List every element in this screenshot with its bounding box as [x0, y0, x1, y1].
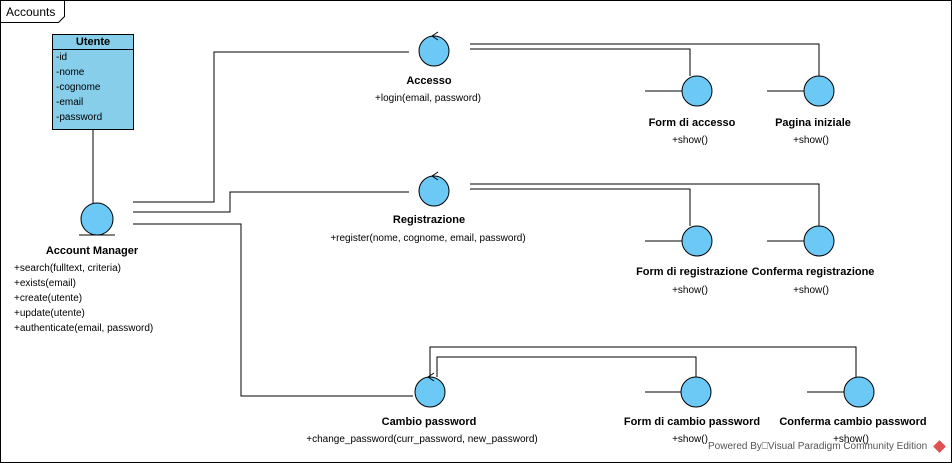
frame-title: Accounts [6, 5, 56, 19]
account-manager-shape [80, 202, 114, 236]
cambio-password-operation: +change_password(curr_password, new_pass… [306, 434, 538, 445]
manager-op-search: +search(fulltext, criteria) [14, 263, 121, 274]
conferma-registrazione-name: Conferma registrazione [751, 266, 875, 278]
cambio-password-shape [414, 376, 446, 408]
form-cambio-shape [680, 376, 712, 408]
form-accesso-shape [681, 75, 713, 107]
assoc-cambio-conferma [429, 346, 857, 377]
accesso-name: Accesso [406, 75, 452, 87]
form-accesso-operation: +show() [672, 135, 708, 146]
assoc-reg-conferma [470, 183, 820, 226]
cambio-password-name: Cambio password [381, 416, 477, 428]
assoc-cambio-form [436, 356, 697, 377]
manager-op-exists: +exists(email) [14, 278, 76, 289]
form-cambio-name: Form di cambio password [623, 416, 761, 428]
frame-tab-border [0, 0, 65, 23]
conferma-cambio-operation: +show() [833, 434, 869, 445]
pagina-iniziale-shape [803, 75, 835, 107]
pagina-iniziale-name: Pagina iniziale [775, 117, 851, 129]
registrazione-operation: +register(nome, cognome, email, password… [330, 233, 526, 244]
conferma-cambio-name: Conferma cambio password [779, 416, 927, 428]
manager-op-create: +create(utente) [14, 293, 83, 304]
assoc-manager-cambio [133, 223, 413, 397]
conferma-registrazione-operation: +show() [793, 285, 829, 296]
form-registrazione-operation: +show() [672, 285, 708, 296]
assoc-accesso-pagina [470, 43, 820, 76]
registrazione-arrow [431, 171, 439, 181]
accesso-arrow [431, 31, 439, 41]
manager-op-authenticate: +authenticate(email, password) [14, 323, 154, 334]
attribute-password: -password [56, 112, 103, 123]
visual-paradigm-icon [933, 440, 946, 453]
cambio-password-arrow [427, 372, 435, 382]
attribute-nome: -nome [56, 67, 85, 78]
accesso-operation: +login(email, password) [375, 93, 481, 104]
pagina-iniziale-operation: +show() [793, 135, 829, 146]
form-registrazione-shape [681, 225, 713, 257]
assoc-manager-accesso [133, 51, 409, 203]
assoc-manager-registrazione [133, 191, 409, 213]
conferma-registrazione-shape [803, 225, 835, 257]
accesso-shape [418, 35, 450, 67]
form-cambio-operation: +show() [672, 434, 708, 445]
utente-class: Utente -id -nome -cognome -email -passwo… [52, 34, 134, 130]
manager-op-update: +update(utente) [14, 308, 85, 319]
registrazione-shape [418, 175, 450, 207]
attribute-cognome: -cognome [56, 82, 101, 93]
registrazione-name: Registrazione [392, 214, 466, 226]
watermark-text: Powered By⎕Visual Paradigm Community Edi… [708, 441, 928, 452]
utente-class-name: Utente [53, 35, 133, 50]
assoc-accesso-form [470, 48, 691, 76]
account-manager-name: Account Manager [45, 245, 139, 257]
attribute-email: -email [56, 97, 84, 108]
conferma-cambio-shape [843, 376, 875, 408]
attribute-id: -id [56, 52, 68, 63]
form-registrazione-name: Form di registrazione [636, 266, 748, 278]
assoc-reg-form [470, 188, 691, 226]
form-accesso-name: Form di accesso [648, 117, 736, 129]
